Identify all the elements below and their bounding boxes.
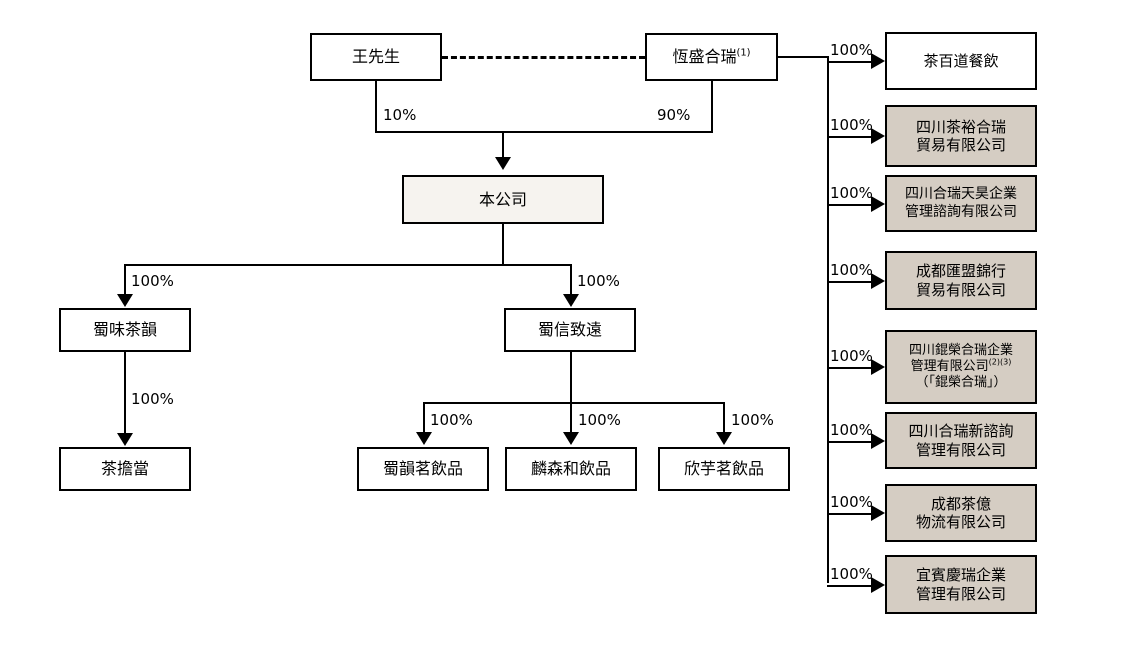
- connector-top-join-bar: [375, 131, 713, 133]
- connector-to-shuyun: [423, 402, 425, 434]
- arrowhead-into-subsidiary-7: [871, 505, 885, 521]
- arrowhead-into-subsidiary-6: [871, 432, 885, 449]
- connector-trunk-branch-2: [827, 136, 871, 138]
- percent-shuxin-to-shuyun: 100%: [430, 411, 473, 429]
- arrowhead-into-linsenhe: [563, 432, 579, 445]
- node-hengsheng[interactable]: 恆盛合瑞(1): [645, 33, 778, 81]
- arrowhead-into-subsidiary-8: [871, 576, 885, 593]
- connector-to-linsenhe: [570, 402, 572, 434]
- node-subsidiary-6[interactable]: 四川合瑞新諮詢管理有限公司: [885, 412, 1037, 469]
- node-subsidiary-8-label: 宜賓慶瑞企業管理有限公司: [915, 566, 1006, 603]
- percent-company-to-shuxin: 100%: [577, 272, 620, 290]
- node-xinyu[interactable]: 欣芋茗飲品: [658, 447, 790, 491]
- arrowhead-into-shuxin: [563, 294, 579, 307]
- arrowhead-into-chadandang: [117, 433, 133, 446]
- node-subsidiary-7-label: 成都茶億物流有限公司: [915, 494, 1006, 531]
- percent-to-subsidiary-8: 100%: [830, 564, 873, 583]
- node-subsidiary-6-label: 四川合瑞新諮詢管理有限公司: [908, 422, 1014, 459]
- connector-trunk-branch-4: [827, 280, 871, 283]
- connector-right-trunk: [827, 56, 829, 583]
- connector-trunk-branch-8: [827, 584, 871, 587]
- node-linsenhe-label: 麟森和飲品: [530, 459, 611, 479]
- node-subsidiary-3-label: 四川合瑞天昊企業管理諮詢有限公司: [905, 186, 1017, 220]
- node-chadandang[interactable]: 茶擔當: [59, 447, 191, 491]
- percent-to-subsidiary-4: 100%: [830, 260, 873, 279]
- connector-shuxin-down: [570, 352, 572, 402]
- node-subsidiary-8[interactable]: 宜賓慶瑞企業管理有限公司: [885, 555, 1037, 614]
- node-xinyu-label: 欣芋茗飲品: [683, 459, 764, 479]
- node-hengsheng-superscript: (1): [736, 47, 751, 59]
- node-shuwei[interactable]: 蜀味茶韻: [59, 308, 191, 352]
- connector-company-split-bar: [124, 264, 572, 266]
- arrowhead-into-shuyun: [416, 432, 432, 445]
- node-subsidiary-4-label: 成都匯盟錦行貿易有限公司: [915, 262, 1006, 299]
- node-chadandang-label: 茶擔當: [100, 459, 149, 479]
- connector-trunk-branch-6: [827, 440, 871, 443]
- node-linsenhe[interactable]: 麟森和飲品: [505, 447, 637, 491]
- arrowhead-into-subsidiary-5: [871, 359, 885, 375]
- percent-shuxin-to-linsenhe: 100%: [578, 411, 621, 429]
- arrowhead-into-subsidiary-4: [871, 272, 885, 289]
- arrowhead-into-xinyu: [716, 432, 732, 445]
- node-shuwei-label: 蜀味茶韻: [92, 320, 157, 340]
- node-subsidiary-4[interactable]: 成都匯盟錦行貿易有限公司: [885, 251, 1037, 310]
- dashed-link-wang-hengsheng: [442, 56, 645, 59]
- percent-hengsheng-to-company: 90%: [657, 106, 691, 124]
- node-mr-wang-label: 王先生: [351, 47, 400, 67]
- arrowhead-into-subsidiary-2: [871, 128, 885, 144]
- percent-to-subsidiary-7: 100%: [830, 493, 873, 511]
- connector-shuwei-to-chadandang: [124, 352, 126, 435]
- node-shuxin[interactable]: 蜀信致遠: [504, 308, 636, 352]
- node-mr-wang[interactable]: 王先生: [310, 33, 442, 81]
- node-company[interactable]: 本公司: [402, 175, 604, 224]
- node-subsidiary-5[interactable]: 四川錕榮合瑞企業管理有限公司(2)(3)（「錕榮合瑞」）: [885, 330, 1037, 404]
- node-shuxin-label: 蜀信致遠: [537, 320, 602, 340]
- percent-to-subsidiary-2: 100%: [830, 116, 873, 134]
- connector-trunk-branch-5: [827, 367, 871, 369]
- percent-to-subsidiary-6: 100%: [830, 420, 873, 439]
- connector-to-shuwei: [124, 264, 126, 296]
- percent-to-subsidiary-5: 100%: [830, 347, 873, 365]
- connector-join-to-company: [502, 131, 504, 159]
- node-company-label: 本公司: [478, 189, 527, 209]
- percent-to-subsidiary-3: 100%: [830, 183, 873, 202]
- connector-company-down: [502, 224, 504, 264]
- arrowhead-into-shuwei: [117, 294, 133, 307]
- node-subsidiary-1-label: 茶百道餐飲: [923, 51, 999, 70]
- connector-to-xinyu: [723, 402, 725, 434]
- arrowhead-into-company: [495, 157, 511, 170]
- node-shuyun-label: 蜀韻茗飲品: [382, 459, 463, 479]
- arrowhead-into-subsidiary-1: [871, 53, 885, 69]
- connector-hengsheng-down: [711, 81, 713, 131]
- node-subsidiary-2[interactable]: 四川茶裕合瑞貿易有限公司: [885, 105, 1037, 167]
- arrowhead-into-subsidiary-3: [871, 195, 885, 212]
- node-subsidiary-3[interactable]: 四川合瑞天昊企業管理諮詢有限公司: [885, 175, 1037, 232]
- connector-trunk-branch-1: [827, 61, 871, 63]
- node-hengsheng-label: 恆盛合瑞: [672, 47, 737, 67]
- percent-company-to-shuwei: 100%: [131, 272, 174, 290]
- connector-to-shuxin: [570, 264, 572, 296]
- node-subsidiary-5-label: 四川錕榮合瑞企業管理有限公司(2)(3)（「錕榮合瑞」）: [908, 343, 1013, 390]
- percent-to-subsidiary-1: 100%: [830, 41, 873, 59]
- node-subsidiary-2-label: 四川茶裕合瑞貿易有限公司: [915, 117, 1006, 154]
- node-shuyun[interactable]: 蜀韻茗飲品: [357, 447, 489, 491]
- connector-trunk-branch-3: [827, 203, 871, 206]
- connector-wang-down: [375, 81, 377, 131]
- node-subsidiary-5-superscript: (2)(3): [988, 357, 1012, 367]
- node-subsidiary-1[interactable]: 茶百道餐飲: [885, 32, 1037, 90]
- node-subsidiary-7[interactable]: 成都茶億物流有限公司: [885, 484, 1037, 542]
- percent-shuwei-to-chadandang: 100%: [131, 390, 174, 408]
- connector-hengsheng-to-trunk: [778, 56, 829, 58]
- connector-trunk-branch-7: [827, 513, 871, 515]
- connector-shuxin-split-bar: [423, 402, 723, 404]
- percent-shuxin-to-xinyu: 100%: [731, 411, 774, 429]
- percent-wang-to-company: 10%: [383, 106, 417, 124]
